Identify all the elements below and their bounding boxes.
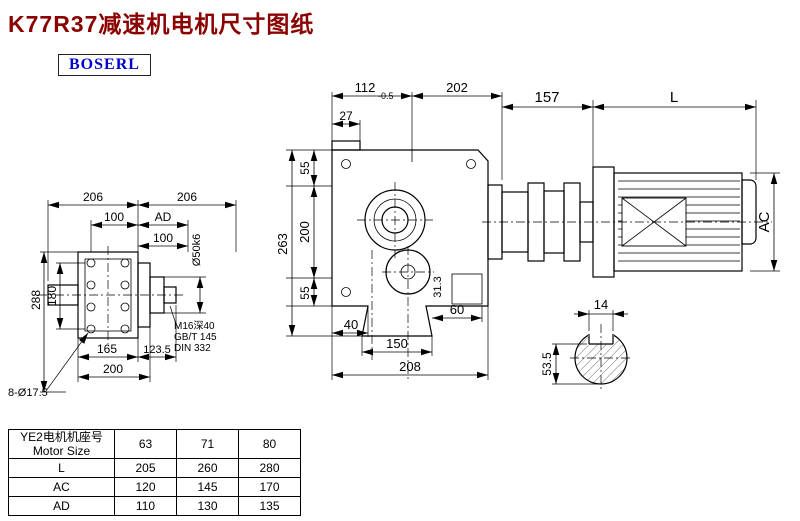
dim-112-tolerance: -0.5 <box>378 91 394 101</box>
holes-leader <box>45 332 89 392</box>
dim-288: 288 <box>29 290 43 310</box>
dim-263: 263 <box>275 233 290 255</box>
dim-206-right: 206 <box>177 190 197 204</box>
thread-note-3: DIN 332 <box>174 343 211 354</box>
table-header-en: Motor Size <box>32 444 91 458</box>
value-AD-71: 130 <box>176 496 239 516</box>
table-row-L: L 205 260 280 <box>8 458 301 478</box>
dim-202: 202 <box>446 80 468 95</box>
dim-100-mid: 100 <box>153 231 173 245</box>
row-label-L: L <box>8 458 115 478</box>
dim-165: 165 <box>97 342 117 356</box>
value-L-80: 280 <box>238 458 301 478</box>
value-AC-63: 120 <box>114 477 177 497</box>
dim-206-left: 206 <box>83 190 103 204</box>
motor-size-71: 71 <box>176 429 239 459</box>
dim-180: 180 <box>45 286 59 306</box>
value-L-63: 205 <box>114 458 177 478</box>
dim-55-top: 55 <box>298 161 312 175</box>
value-AC-80: 170 <box>238 477 301 497</box>
dim-60: 60 <box>450 302 464 317</box>
motor-end-cap <box>741 179 757 245</box>
thread-note-2: GB/T 145 <box>174 332 217 343</box>
motor-outline <box>482 166 772 278</box>
dim-55-bottom: 55 <box>298 286 312 300</box>
shaft-section: 14 53.5 <box>540 297 632 392</box>
value-AC-71: 145 <box>176 477 239 497</box>
dim-L: L <box>670 89 678 106</box>
brand-logo: BOSERL <box>58 54 151 76</box>
dim-150: 150 <box>386 336 408 351</box>
dim-31-3: 31.3 <box>432 276 444 297</box>
top-step <box>331 140 361 151</box>
left-view: 206 206 100 AD 100 288 180 165 123.5 200… <box>8 190 237 399</box>
thread-leader <box>169 305 177 325</box>
front-view: 112 -0.5 202 27 55 200 55 263 40 150 208… <box>275 80 503 380</box>
motor-size-63: 63 <box>114 429 177 459</box>
value-L-71: 260 <box>176 458 239 478</box>
shaft-diameter-label: Ø50k6 <box>191 234 203 266</box>
row-label-AD: AD <box>8 496 115 516</box>
dim-208: 208 <box>399 359 421 374</box>
key-section <box>451 273 483 305</box>
dim-123-5: 123.5 <box>143 344 171 356</box>
holes-label: 8-Ø17.5 <box>8 387 48 399</box>
motor-view: 157 L AC <box>482 89 780 278</box>
dim-14: 14 <box>594 297 608 312</box>
value-AD-80: 135 <box>238 496 301 516</box>
front-view-dimensions: 112 -0.5 202 27 55 200 55 263 40 150 208… <box>275 80 503 380</box>
shaft-section-dimensions: 14 53.5 <box>540 297 628 385</box>
table-header-cn: YE2电机机座号 <box>20 430 103 444</box>
motor-size-table: YE2电机机座号 Motor Size 63 71 80 L 205 260 2… <box>8 429 301 516</box>
table-header-cell: YE2电机机座号 Motor Size <box>8 429 115 459</box>
left-view-dimensions: 206 206 100 AD 100 288 180 165 123.5 200… <box>8 190 237 399</box>
table-header-row: YE2电机机座号 Motor Size 63 71 80 <box>8 429 301 459</box>
dim-53-5: 53.5 <box>540 352 554 376</box>
dim-100-top: 100 <box>104 210 124 224</box>
value-AD-63: 110 <box>114 496 177 516</box>
page-title: K77R37减速机电机尺寸图纸 <box>8 11 315 37</box>
dim-27: 27 <box>339 109 353 123</box>
gearbox-body <box>331 149 489 337</box>
table-row-AD: AD 110 130 135 <box>8 496 301 516</box>
dim-200: 200 <box>103 362 123 376</box>
dim-112: 112 <box>355 80 376 95</box>
dim-AC: AC <box>756 211 773 232</box>
motor-dimensions: 157 L AC <box>502 89 780 272</box>
motor-size-80: 80 <box>238 429 301 459</box>
front-view-outline <box>331 140 489 380</box>
row-label-AC: AC <box>8 477 115 497</box>
dim-157: 157 <box>534 89 559 106</box>
thread-note-1: M16深40 <box>174 320 215 332</box>
dim-ad: AD <box>155 210 172 224</box>
dim-200: 200 <box>297 221 312 243</box>
dim-40: 40 <box>344 317 358 332</box>
table-row-AC: AC 120 145 170 <box>8 477 301 497</box>
